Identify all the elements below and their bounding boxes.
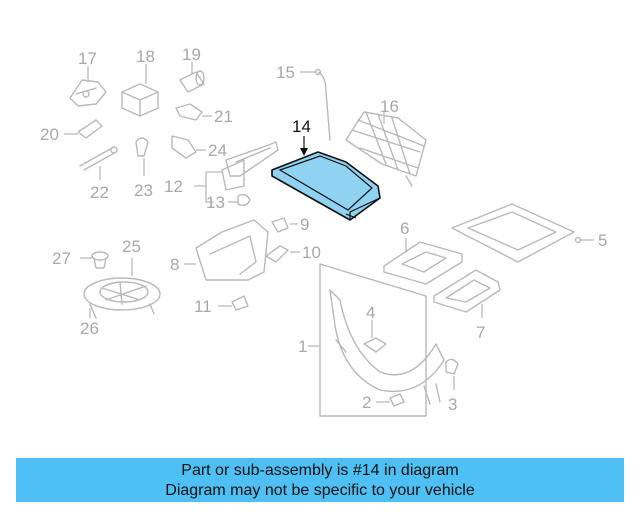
callout-18: 18 <box>136 47 155 66</box>
callout-27: 27 <box>52 249 71 268</box>
part-8-side-trim: 8 <box>170 219 269 281</box>
part-18-module: 18 <box>121 47 159 117</box>
callout-14: 14 <box>292 117 311 136</box>
part-1-trunk-trim-assembly: 1 <box>298 263 445 417</box>
callout-16: 16 <box>380 97 399 116</box>
part-25-tire-carrier: 25 <box>83 237 161 319</box>
part-2-bolt: 2 <box>362 393 405 412</box>
callout-11: 11 <box>194 297 212 316</box>
part-7-trim: 7 <box>433 269 501 342</box>
callout-8: 8 <box>170 255 179 274</box>
part-11-bolt: 11 <box>194 295 249 316</box>
part-19-cylinder: 19 <box>179 45 205 93</box>
callout-20: 20 <box>40 125 59 144</box>
callout-5: 5 <box>598 231 607 250</box>
callout-10: 10 <box>302 243 321 262</box>
callout-17: 17 <box>78 49 97 68</box>
part-22-rod: 22 <box>79 146 118 202</box>
banner-line-2: Diagram may not be specific to your vehi… <box>165 482 475 499</box>
part-9-clip: 9 <box>271 215 309 234</box>
part-14-package-tray: 14 <box>271 117 381 221</box>
callout-2: 2 <box>362 393 371 412</box>
callout-25: 25 <box>122 237 141 256</box>
part-6-trim: 6 <box>383 219 463 285</box>
callout-24: 24 <box>208 141 227 160</box>
part-15-cable: 15 <box>276 63 331 141</box>
part-20-fitting: 20 <box>40 119 103 144</box>
callout-22: 22 <box>90 183 109 202</box>
callout-9: 9 <box>300 215 309 234</box>
part-12-trim-bracket: 12 <box>164 141 279 203</box>
part-13-clip: 13 <box>206 193 251 212</box>
part-27-fastener: 27 <box>52 249 109 269</box>
callout-3: 3 <box>448 395 457 414</box>
info-banner: Part or sub-assembly is #14 in diagram D… <box>16 458 624 502</box>
part-23-hook: 23 <box>134 137 153 200</box>
callout-4: 4 <box>366 303 375 322</box>
callout-12: 12 <box>164 177 183 196</box>
part-4-latch-cover: 4 <box>363 303 387 353</box>
part-21-clip: 21 <box>175 103 233 126</box>
callout-21: 21 <box>214 107 233 126</box>
part-10-cover: 10 <box>265 243 321 263</box>
callout-1: 1 <box>298 337 307 356</box>
callout-13: 13 <box>206 193 225 212</box>
callout-23: 23 <box>134 181 153 200</box>
part-26-bracket: 26 <box>80 308 99 338</box>
part-17-bracket: 17 <box>69 49 107 107</box>
part-24-latch: 24 <box>171 135 227 160</box>
callout-15: 15 <box>276 63 295 82</box>
part-5-floor-mat: 5 <box>451 203 607 263</box>
part-16-cargo-net: 16 <box>345 97 427 187</box>
parts-diagram: 17 18 19 21 20 22 23 <box>40 45 607 417</box>
callout-6: 6 <box>400 219 409 238</box>
part-3-clip: 3 <box>445 358 459 414</box>
callout-19: 19 <box>182 45 201 64</box>
callout-7: 7 <box>476 323 485 342</box>
callout-26: 26 <box>80 319 99 338</box>
banner-line-1: Part or sub-assembly is #14 in diagram <box>181 462 459 479</box>
